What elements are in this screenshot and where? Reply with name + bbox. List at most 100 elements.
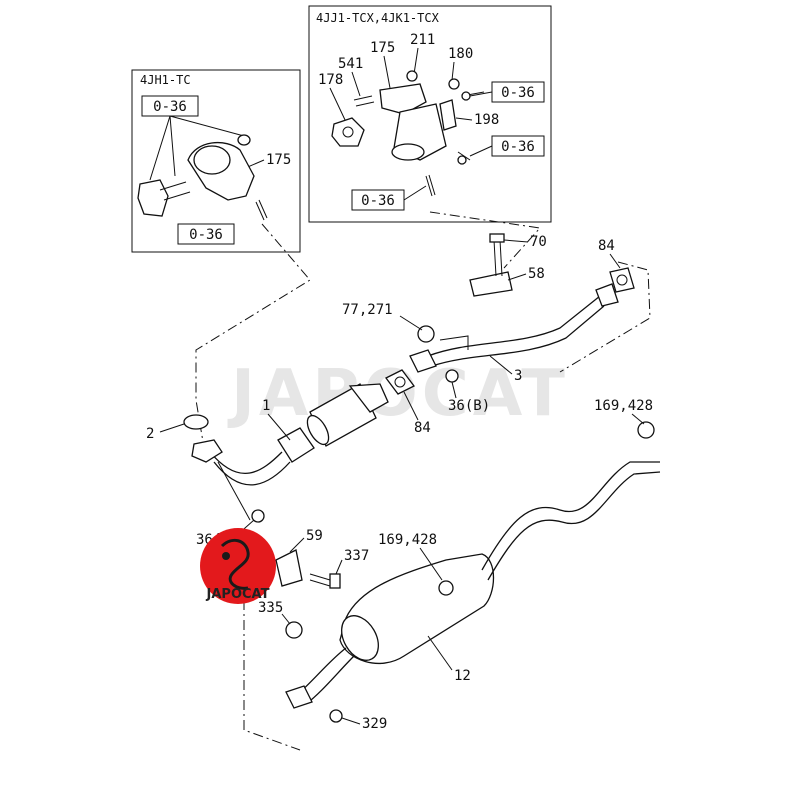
leader-77 — [399, 315, 423, 331]
gasket-84-upper-hole — [616, 274, 628, 286]
inset-right-cat-outlet — [391, 143, 425, 161]
inset-left-stud-bottom — [255, 199, 268, 221]
gasket-84-lower-hole — [394, 376, 406, 388]
callout-335: 335 — [258, 600, 283, 616]
bolt-337-shank — [309, 573, 331, 587]
part-1-front-pipe — [191, 383, 389, 521]
tailpipe-lower — [487, 471, 661, 581]
leader-169-upper — [631, 413, 645, 425]
inset-left-part-175: 175 — [266, 152, 291, 168]
inset-right-ref-b: 0-36 — [501, 139, 535, 155]
inset-right-part-180: 180 — [448, 46, 473, 62]
leader-36b — [451, 381, 457, 399]
leader-337 — [335, 559, 343, 575]
callout-2: 2 — [146, 426, 154, 442]
inset-right-elbow-flange — [379, 83, 427, 115]
inset-left-flange — [137, 179, 169, 217]
front-pipe-flange — [191, 439, 223, 463]
leader-1 — [267, 413, 291, 441]
callout-12: 12 — [454, 668, 471, 684]
callouts: 70 84 58 77,271 3 84 36(B) 1 2 169,428 3… — [146, 234, 653, 732]
catalyst-end — [306, 414, 330, 446]
bolt-70-head — [489, 233, 505, 243]
muffler-inlet-flange — [285, 685, 313, 709]
callout-70: 70 — [530, 234, 547, 250]
inset-left-frame — [131, 69, 301, 253]
bracket-59 — [275, 549, 303, 587]
inset-right-ref-c: 0-36 — [361, 193, 395, 209]
bolt-70-shank — [493, 239, 503, 277]
leader-329 — [341, 717, 361, 725]
inset-right-bolt-b — [457, 155, 467, 165]
inset-right-studs — [353, 95, 375, 107]
callout-77-271: 77,271 — [342, 302, 393, 318]
leader-12 — [427, 635, 453, 671]
leader-84-lower — [403, 391, 419, 421]
inset-right-flange-hole — [342, 126, 354, 138]
center-pipe-flange-rear — [595, 283, 619, 307]
logo-mark — [220, 538, 250, 590]
inset-right-part-175: 175 — [370, 40, 395, 56]
leader-84-upper — [609, 253, 621, 269]
inset-right-stud-bottom — [425, 174, 436, 197]
inset-left-ref-box-bottom — [177, 223, 235, 245]
inset-right-nut-211 — [406, 70, 418, 82]
bolt-337-head — [329, 573, 341, 589]
logo-mark-dot — [222, 552, 230, 560]
callout-169-428-lower: 169,428 — [378, 532, 437, 548]
part-12-muffler — [285, 461, 661, 709]
japocat-logo: JAPOCAT — [200, 528, 276, 604]
inset-left-elbow-mouth — [193, 145, 231, 175]
gasket-2 — [183, 414, 209, 430]
nut-329 — [329, 709, 343, 723]
inset-left-nut — [237, 134, 251, 146]
callout-84-upper: 84 — [598, 238, 615, 254]
inset-right-bracket-198 — [439, 99, 457, 131]
leader-58 — [507, 273, 527, 281]
leader-335 — [281, 613, 291, 625]
inset-left-ref-top: 0-36 — [153, 99, 187, 115]
tailpipe-upper — [481, 461, 660, 571]
leader-70 — [503, 239, 529, 243]
inset-right-bolt-180 — [448, 78, 460, 90]
dash-line-84 — [559, 261, 651, 373]
nut-36b — [445, 369, 459, 383]
inset-left-title: 4JH1-TC — [140, 73, 191, 87]
dash-line-left — [195, 223, 311, 449]
inset-right-part-541: 541 — [338, 56, 363, 72]
inset-left-ref-bottom: 0-36 — [189, 227, 223, 243]
callout-169-428-upper: 169,428 — [594, 398, 653, 414]
watermark-text: JAPOCAT — [227, 357, 569, 431]
callout-58: 58 — [528, 266, 545, 282]
leader-3 — [489, 355, 513, 375]
center-pipe-flange-front — [409, 349, 437, 373]
catalyst-outlet-flange — [348, 383, 389, 413]
inset-right-title: 4JJ1-TCX,4JK1-TCX — [316, 11, 440, 25]
nut-36a — [251, 509, 265, 523]
inset-right-part-178: 178 — [318, 72, 343, 88]
callout-84-lower: 84 — [414, 420, 431, 436]
inset-4jh1: 4JH1-TC 0-36 0-36 175 — [131, 69, 301, 253]
inset-right-bolt-a — [461, 91, 471, 101]
part-3-center-pipe — [409, 283, 619, 373]
callout-329: 329 — [362, 716, 387, 732]
inset-right-part-211: 211 — [410, 32, 435, 48]
inset-right-ref-a: 0-36 — [501, 85, 535, 101]
front-pipe-bellows — [277, 427, 315, 463]
rubber-hanger-169-lower — [438, 580, 454, 596]
center-pipe-upper — [427, 295, 601, 357]
gasket-84-upper — [609, 267, 635, 293]
leader-2 — [159, 423, 185, 433]
logo-circle — [200, 528, 276, 604]
front-pipe-bend-lower — [213, 461, 291, 486]
muffler-body — [339, 553, 495, 665]
leader-59 — [289, 537, 305, 553]
gasket-84-lower — [385, 369, 415, 395]
rubber-hanger-335 — [285, 621, 303, 639]
front-pipe-stay — [217, 461, 251, 521]
inset-right-leaders — [329, 47, 493, 201]
dash-line-right — [429, 211, 541, 269]
callout-3: 3 — [514, 368, 522, 384]
